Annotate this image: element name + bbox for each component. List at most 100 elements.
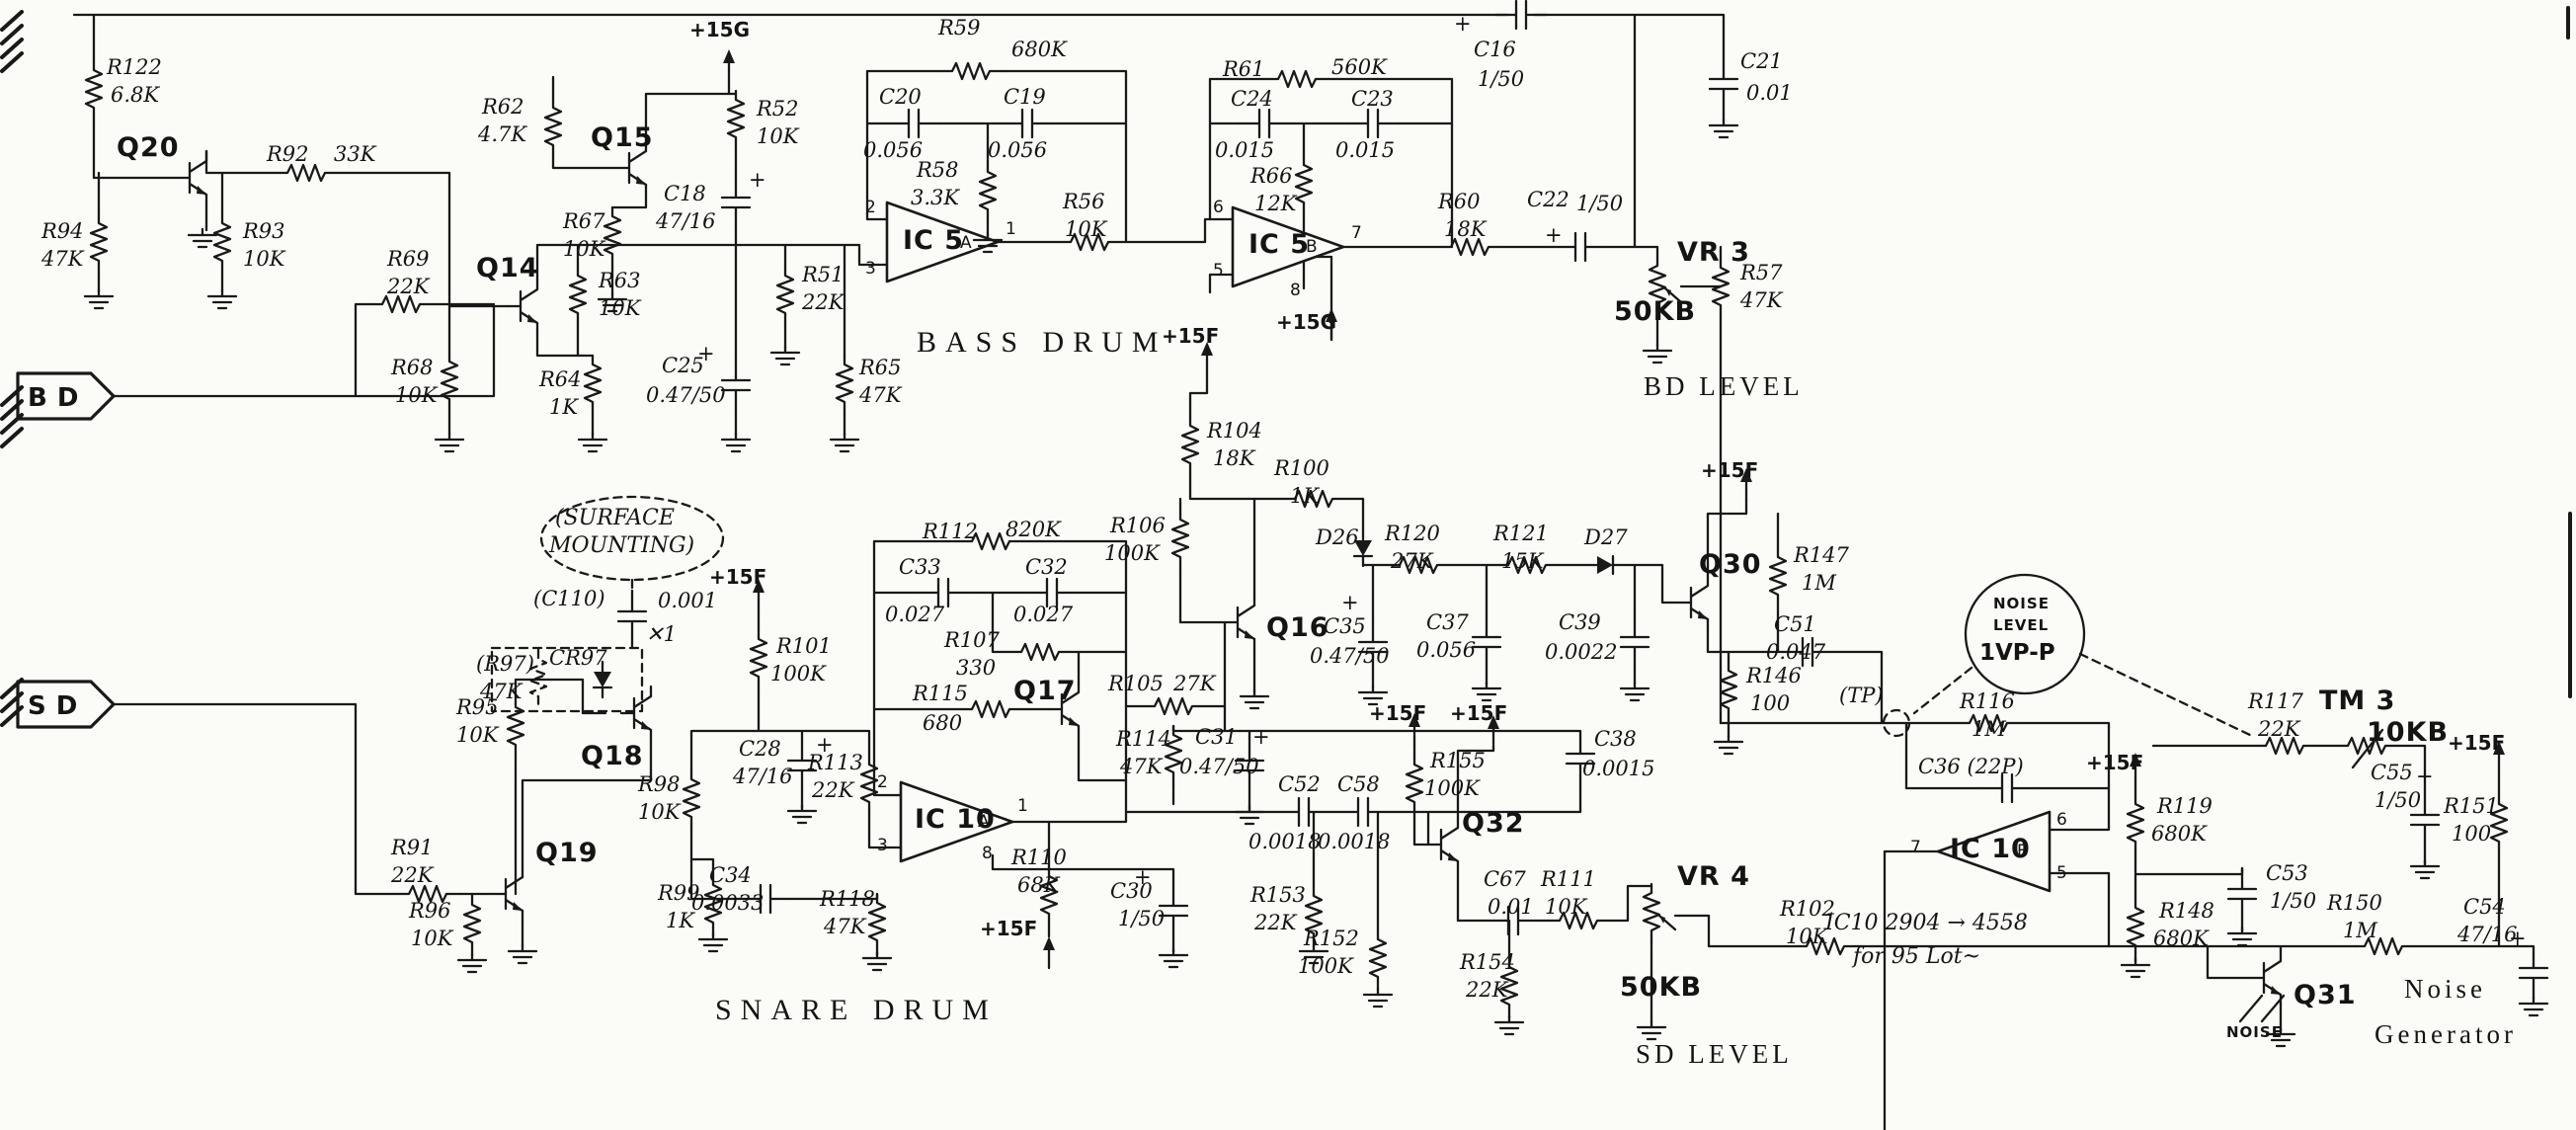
device-label: Q18 — [581, 741, 644, 771]
component-label: + — [697, 342, 715, 365]
opamp-ic5b — [1231, 205, 1345, 288]
component-label: 10K — [411, 927, 453, 950]
annotation: (SURFACE — [555, 506, 675, 530]
pin-number: 8 — [1290, 281, 1301, 300]
component-label: R63 — [599, 269, 641, 292]
component-label: 22K — [391, 863, 434, 887]
component-label: 0.01 — [1488, 895, 1534, 919]
component-label: R104 — [1207, 419, 1262, 443]
component-label: + — [749, 168, 766, 192]
component-label: 18K — [1213, 446, 1255, 470]
component-label: R96 — [409, 899, 451, 923]
device-label: Q32 — [1462, 808, 1525, 839]
section-title: Generator — [2375, 1019, 2517, 1049]
component-label: 560K — [1331, 55, 1387, 79]
component-label: 1/50 — [1118, 907, 1166, 930]
component-label: R111 — [1541, 867, 1596, 891]
component-label: 1M — [1802, 571, 1836, 595]
component-label: 0.056 — [988, 138, 1048, 162]
component-label: R148 — [2159, 899, 2214, 923]
component-label: 1/50 — [1576, 192, 1624, 215]
component-label: R151 — [2444, 794, 2499, 818]
component-label: C35 — [1324, 614, 1366, 638]
pin-number: 2 — [865, 198, 876, 217]
device-label: Q17 — [1013, 676, 1077, 706]
component-label: C33 — [899, 555, 941, 579]
component-label: 33K — [334, 142, 376, 166]
component-label: R59 — [938, 16, 981, 40]
component-label: 47K — [41, 247, 84, 271]
component-label: C23 — [1351, 87, 1394, 111]
component-label: 22K — [812, 778, 854, 802]
device-label: Q31 — [2294, 980, 2357, 1010]
section-title: BD LEVEL — [1644, 371, 1804, 401]
annotation: IC10 2904 → 4558 — [1825, 911, 2028, 935]
component-label: 47/16 — [2457, 923, 2518, 946]
component-label: 100 — [1750, 691, 1791, 715]
component-label: C37 — [1426, 610, 1469, 634]
component-label: 10K — [243, 247, 285, 271]
supply-label: +15F — [2448, 731, 2506, 755]
pin-number: 5 — [2056, 863, 2067, 883]
component-label: R62 — [482, 95, 524, 119]
pin-number: 2 — [877, 772, 888, 792]
device-label: 1VP-P — [1979, 640, 2055, 666]
component-label: R98 — [638, 772, 681, 796]
component-label: 68K — [1017, 873, 1060, 897]
component-label: C58 — [1337, 772, 1380, 796]
component-label: 4.7K — [478, 122, 527, 146]
component-label: R95 — [456, 695, 499, 719]
opamp-ic5a — [885, 201, 1000, 283]
pin-number: 7 — [1351, 223, 1362, 243]
component-label: R155 — [1430, 749, 1486, 772]
component-label: + — [1341, 591, 1359, 614]
component-label: 680 — [923, 711, 963, 735]
component-label: 6.8K — [111, 83, 160, 107]
supply-label: +15F — [980, 917, 1038, 940]
component-label: 10K — [757, 124, 799, 148]
component-label: C38 — [1594, 727, 1637, 751]
component-label: 47K — [1740, 288, 1783, 312]
component-label: 10K — [599, 296, 641, 320]
component-label: R65 — [859, 356, 902, 379]
component-label: R64 — [539, 367, 582, 391]
component-label: 47K — [859, 383, 902, 407]
component-label: C52 — [1278, 772, 1321, 796]
device-label: VR 4 — [1677, 861, 1750, 892]
component-label: 680K — [1011, 38, 1067, 61]
device-label: Q20 — [117, 132, 180, 163]
pin-number: 7 — [1910, 838, 1921, 857]
component-label: 100K — [1298, 954, 1353, 978]
component-label: 10K — [456, 723, 499, 747]
pin-number: 6 — [1213, 198, 1224, 217]
component-label: 10K — [1545, 895, 1587, 919]
component-label: R51 — [802, 263, 845, 286]
component-label: C39 — [1559, 610, 1601, 634]
opamp-ic10a — [899, 780, 1014, 863]
component-label: ✕1 — [646, 622, 677, 646]
component-label: C67 — [1484, 867, 1526, 891]
page-edge-marks — [0, 6, 2572, 727]
sd-input-tag-label: SD — [28, 691, 88, 721]
component-label: R92 — [267, 142, 309, 166]
device-label: Q19 — [535, 838, 599, 868]
component-label: 0.015 — [1215, 138, 1275, 162]
component-label: C16 — [1474, 38, 1516, 61]
component-label: R60 — [1438, 190, 1481, 213]
component-label: + — [816, 733, 834, 757]
section-title: SNARE DRUM — [715, 994, 998, 1026]
component-label: 0.0033 — [691, 891, 765, 915]
component-label: R154 — [1460, 950, 1515, 974]
pin-number: 3 — [877, 836, 888, 855]
component-label: 47/16 — [656, 209, 716, 233]
device-label: TM 3 — [2319, 686, 2396, 716]
section-title: SD LEVEL — [1636, 1039, 1793, 1069]
component-label: + — [2416, 765, 2434, 788]
component-label: R112 — [923, 520, 978, 543]
text-label: NOISE — [1993, 595, 2050, 612]
component-label: R101 — [776, 634, 832, 658]
component-label: + — [2509, 927, 2527, 950]
section-title: Noise — [2404, 974, 2486, 1004]
component-label: + — [1252, 725, 1270, 749]
component-label: 1/50 — [2270, 889, 2317, 913]
